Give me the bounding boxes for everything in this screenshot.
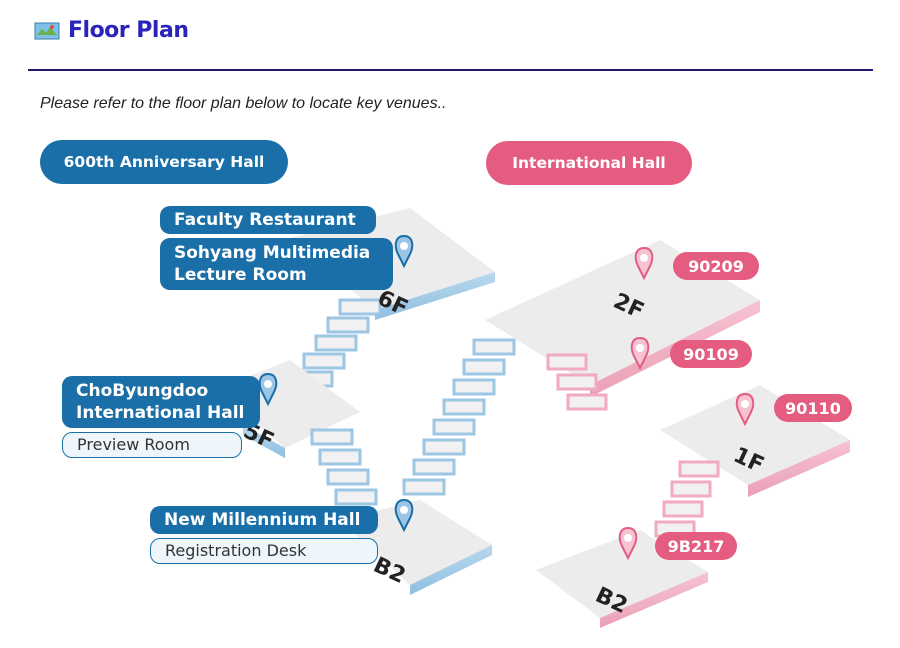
room-90209: 90209 bbox=[673, 252, 759, 280]
pin-icon bbox=[258, 372, 278, 407]
label-line: ChoByungdoo bbox=[76, 381, 209, 401]
stairs-1f-b2 bbox=[654, 460, 720, 538]
intro-text: Please refer to the floor plan below to … bbox=[40, 95, 447, 112]
map-icon bbox=[34, 22, 60, 39]
room-90110: 90110 bbox=[774, 394, 852, 422]
hall-600th-anniversary: 600th Anniversary Hall bbox=[40, 140, 288, 184]
stairs-2f-1f bbox=[546, 353, 608, 411]
label-chobyungdoo-hall: ChoByungdoo International Hall bbox=[62, 376, 260, 428]
pin-icon bbox=[394, 498, 414, 533]
page-title: Floor Plan bbox=[68, 18, 189, 43]
pin-icon bbox=[630, 336, 650, 371]
hall-international: International Hall bbox=[486, 141, 692, 185]
stairs-6f-5f bbox=[290, 298, 382, 388]
pin-icon bbox=[735, 392, 755, 427]
label-sohyang-lecture-room: Sohyang Multimedia Lecture Room bbox=[160, 238, 393, 290]
pin-icon bbox=[618, 526, 638, 561]
right-building: 2F 1F B2 bbox=[485, 240, 850, 628]
label-new-millennium-hall: New Millennium Hall bbox=[150, 506, 378, 534]
label-registration-desk: Registration Desk bbox=[150, 538, 378, 564]
room-9b217: 9B217 bbox=[655, 532, 737, 560]
label-line: Sohyang Multimedia bbox=[174, 243, 371, 263]
label-faculty-restaurant: Faculty Restaurant bbox=[160, 206, 376, 234]
stairs-5f-b2 bbox=[310, 428, 378, 506]
pin-icon bbox=[634, 246, 654, 281]
label-line: International Hall bbox=[76, 403, 245, 423]
floor-b2-platform bbox=[340, 500, 492, 585]
label-line: Lecture Room bbox=[174, 265, 307, 285]
stairs-connector bbox=[402, 338, 516, 496]
page-header: Floor Plan bbox=[34, 18, 189, 43]
pin-icon bbox=[394, 234, 414, 269]
label-preview-room: Preview Room bbox=[62, 432, 242, 458]
title-divider bbox=[28, 69, 873, 71]
floor-1f-platform bbox=[660, 385, 850, 485]
room-90109: 90109 bbox=[670, 340, 752, 368]
